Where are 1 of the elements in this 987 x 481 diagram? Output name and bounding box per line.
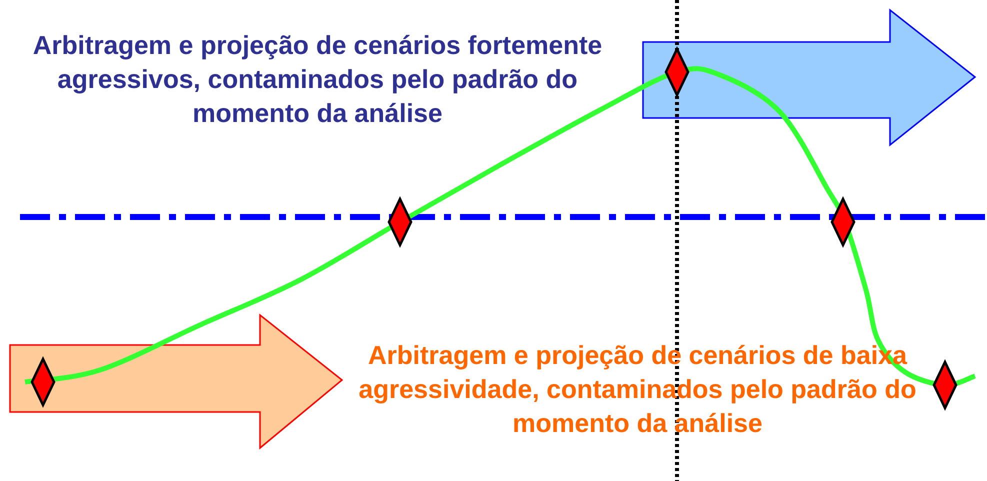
annotation-text: Arbitragem e projeção de cenários fortemente agressivos, contaminados pelo padrão do momento da análise — [32, 29, 604, 130]
